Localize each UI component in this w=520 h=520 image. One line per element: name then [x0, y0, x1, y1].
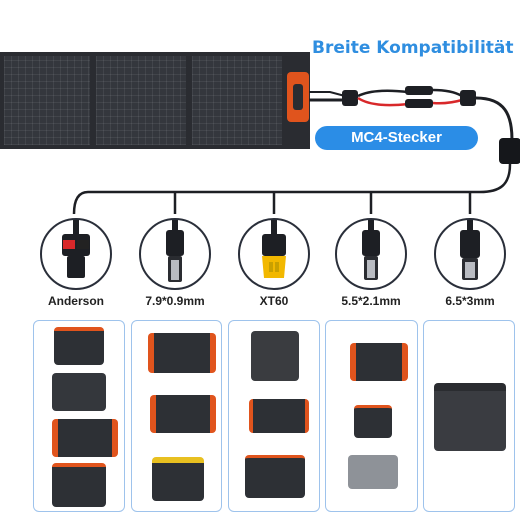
xt60-connector-icon — [238, 218, 310, 290]
power-station-image — [354, 405, 392, 438]
dc-barrel-connector-icon — [335, 218, 407, 290]
power-station-image — [150, 395, 216, 433]
power-station-image — [54, 327, 104, 365]
mc4-connector-label: MC4-Stecker — [315, 126, 478, 150]
connector-label-5-5: 5.5*2.1mm — [341, 294, 401, 308]
power-station-image — [52, 463, 106, 507]
device-column-anderson — [33, 320, 125, 512]
dc-barrel-connector-icon — [434, 218, 506, 290]
device-column-6-5 — [423, 320, 515, 512]
power-station-image — [245, 455, 305, 498]
panel-handle-icon — [287, 72, 309, 122]
anderson-connector-icon — [40, 218, 112, 290]
power-station-image — [152, 457, 204, 501]
power-station-image — [348, 455, 398, 489]
power-station-image — [52, 419, 118, 457]
device-column-5-5 — [325, 320, 418, 512]
solar-panel-image — [0, 52, 310, 149]
power-station-image — [434, 383, 506, 451]
power-station-image — [249, 399, 309, 433]
device-column-7-9 — [131, 320, 222, 512]
page-title: Breite Kompatibilität — [312, 38, 514, 58]
power-station-image — [251, 331, 299, 381]
power-station-image — [52, 373, 106, 411]
power-station-image — [148, 333, 216, 373]
connector-label-6-5: 6.5*3mm — [445, 294, 495, 308]
device-column-xt60 — [228, 320, 320, 512]
connector-label-anderson: Anderson — [47, 294, 104, 308]
power-station-image — [350, 343, 408, 381]
connector-label-xt60: XT60 — [259, 294, 289, 308]
connector-label-7-9: 7.9*0.9mm — [145, 294, 205, 308]
dc-barrel-connector-icon — [139, 218, 211, 290]
